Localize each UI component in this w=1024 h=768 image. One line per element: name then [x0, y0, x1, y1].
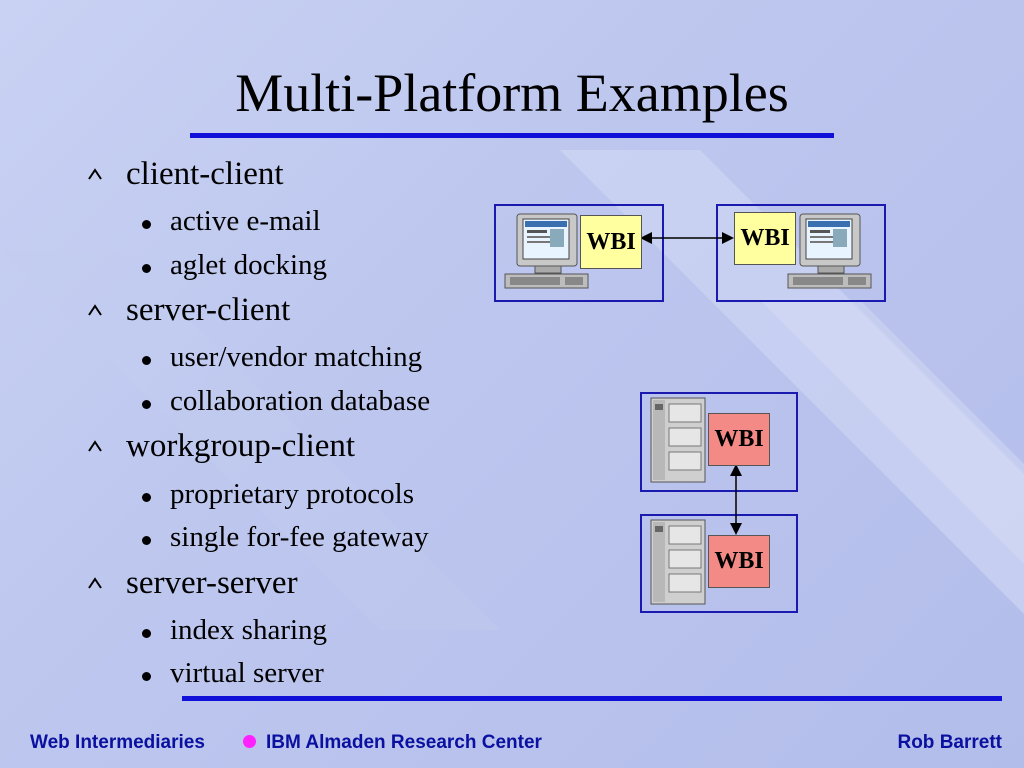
wbi-label-server-bottom: WBI [708, 535, 770, 588]
bullet-label: workgroup-client [126, 428, 356, 464]
bullet-label: client-client [126, 156, 284, 192]
dot-bullet-icon [142, 264, 151, 273]
sub-bullet-label: virtual server [170, 657, 324, 689]
client-left-box [494, 204, 664, 302]
dot-bullet-icon [142, 493, 151, 502]
dot-bullet-icon [142, 356, 151, 365]
dot-bullet-icon [142, 400, 151, 409]
caret-bullet-icon [88, 577, 102, 589]
sub-bullet-label: single for-fee gateway [170, 521, 429, 553]
caret-bullet-icon [88, 168, 102, 180]
title-divider [190, 133, 834, 138]
sub-bullet-label: user/vendor matching [170, 341, 423, 373]
client-right-box [716, 204, 886, 302]
sub-bullet-label: active e-mail [170, 205, 321, 237]
sub-bullet-label: proprietary protocols [170, 478, 415, 510]
sub-bullet-label: aglet docking [170, 249, 328, 281]
footer-left-text: Web Intermediaries [30, 732, 205, 753]
dot-bullet-icon [142, 629, 151, 638]
caret-bullet-icon [88, 304, 102, 316]
server-bottom-box [640, 514, 798, 613]
bullet-label: server-client [126, 292, 291, 328]
sub-bullet-label: index sharing [170, 614, 328, 646]
footer-divider [182, 696, 1002, 701]
sub-bullet-label: collaboration database [170, 385, 431, 417]
dot-bullet-icon [142, 536, 151, 545]
wbi-label-client-left: WBI [580, 215, 642, 269]
server-top-box [640, 392, 798, 492]
bullet-label: server-server [126, 565, 298, 601]
wbi-label-client-right: WBI [734, 212, 796, 265]
caret-bullet-icon [88, 440, 102, 452]
footer-center-text: IBM Almaden Research Center [266, 732, 542, 753]
slide-title: Multi-Platform Examples [235, 63, 789, 123]
wbi-label-server-top: WBI [708, 413, 770, 466]
dot-bullet-icon [142, 672, 151, 681]
footer-separator-dot [243, 735, 256, 748]
dot-bullet-icon [142, 220, 151, 229]
footer-author: Rob Barrett [897, 732, 1002, 753]
